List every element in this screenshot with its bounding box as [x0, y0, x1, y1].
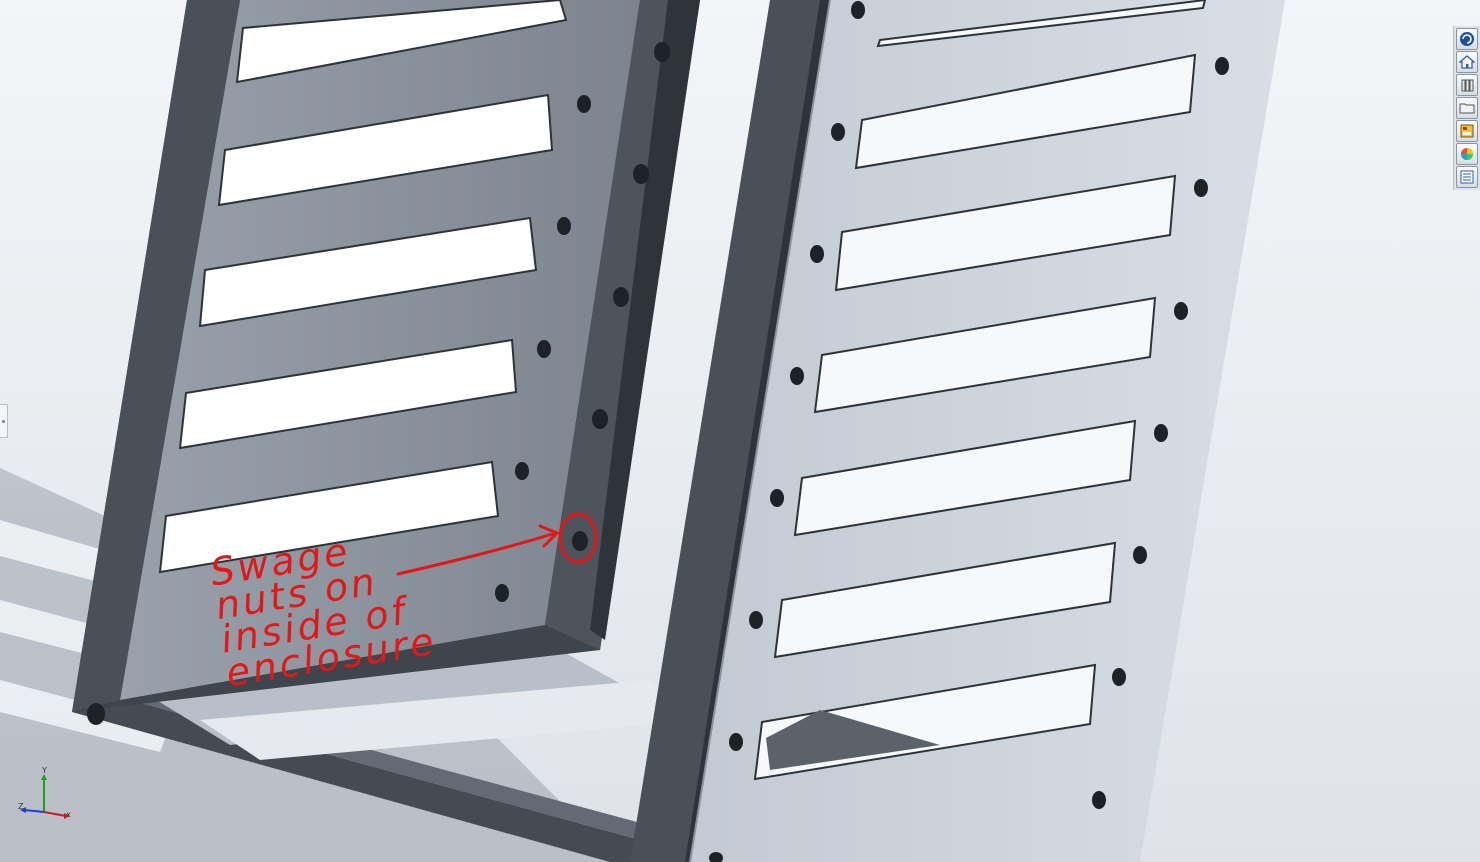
- triad-y-label: Y: [42, 766, 47, 775]
- file-explorer-button[interactable]: [1456, 97, 1478, 119]
- triad-icon: [20, 774, 70, 819]
- home-button[interactable]: [1456, 51, 1478, 73]
- slot-inner-view: [766, 710, 940, 770]
- left-panel-slots: [158, 0, 568, 574]
- bottom-rail: [72, 650, 740, 862]
- appearances-icon: [1461, 148, 1473, 160]
- swirl-icon: [1460, 32, 1474, 46]
- reference-triad: Y x Z: [14, 766, 78, 822]
- view-palette-icon: [1460, 124, 1474, 138]
- view-palette-button[interactable]: [1456, 120, 1478, 142]
- appearances-button[interactable]: [1456, 143, 1478, 165]
- properties-icon: [1460, 170, 1474, 184]
- library-icon: [1461, 79, 1474, 92]
- left-panel-holes: [87, 42, 670, 725]
- right-panel-slots: [753, 0, 1207, 781]
- resources-button[interactable]: [1456, 28, 1478, 50]
- annotation-arrow: [396, 531, 558, 576]
- task-pane-toolbar: [1453, 26, 1480, 190]
- custom-properties-button[interactable]: [1456, 166, 1478, 188]
- feature-manager-collapse-handle[interactable]: [0, 404, 8, 438]
- annotation-circle: [558, 512, 598, 564]
- folder-icon: [1459, 103, 1475, 114]
- design-library-button[interactable]: [1456, 74, 1478, 96]
- right-panel-holes: [709, 1, 1229, 862]
- home-icon: [1459, 55, 1475, 69]
- triad-x-label: x: [66, 810, 71, 819]
- triad-z-label: Z: [18, 802, 24, 811]
- annotation-markup: [396, 512, 598, 576]
